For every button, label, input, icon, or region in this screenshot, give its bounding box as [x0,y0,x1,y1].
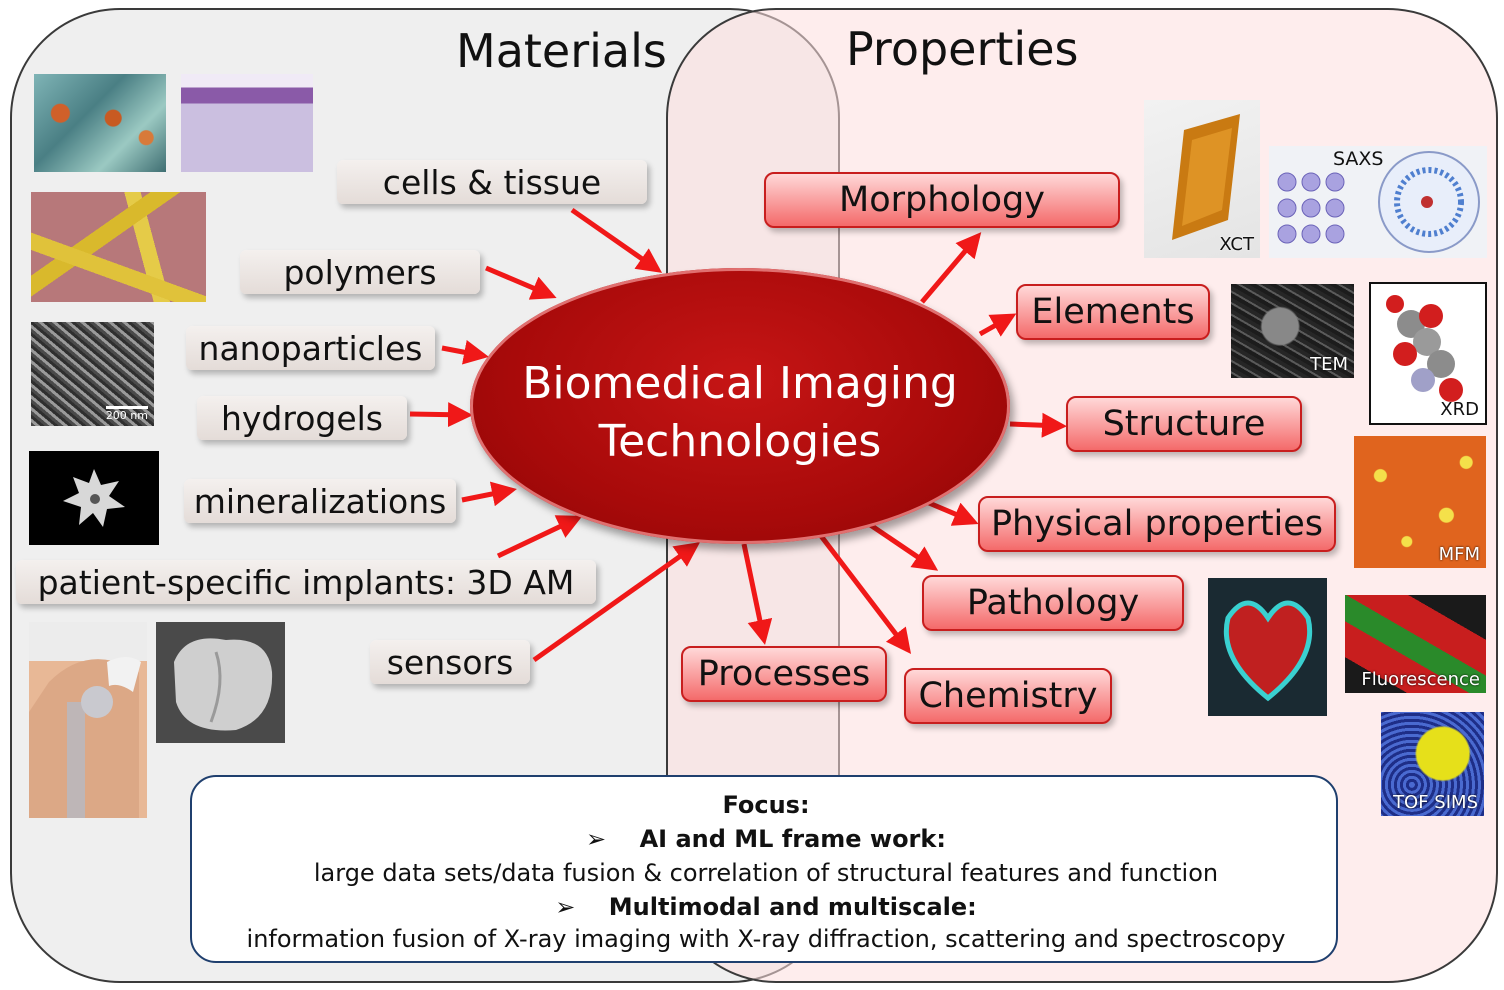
material-polymers: polymers [240,250,480,294]
arrow-center-to-chemistry [816,530,912,654]
focus-point1: ➢ AI and ML frame work: [192,825,1340,853]
materials-heading: Materials [456,24,667,78]
xct-image: XCT [1144,100,1260,258]
tem-image: TEM [1231,284,1354,378]
arrow-center-to-structure [1009,412,1067,438]
focus-point2-title: Multimodal and multiscale: [608,893,977,921]
arrow-center-to-morphology [920,232,982,304]
arrow-center-to-processes [741,543,773,645]
material-sensors: sensors [370,640,530,684]
center-title-line2: Technologies [598,416,882,467]
arrow-center-to-pathology [864,519,939,571]
scale-bar-label: 200 nm [105,406,148,422]
arrow-center-to-elements [978,313,1017,337]
xrd-label: XRD [1440,399,1479,420]
arrow-hydrogels-to-center [409,402,473,428]
focus-point1-text: large data sets/data fusion & correlatio… [313,859,1219,887]
center-ellipse: Biomedical Imaging Technologies [470,268,1010,544]
arrow-polymers-to-center [485,265,557,300]
property-processes: Processes [681,646,887,702]
bullet-arrow-icon: ➢ [586,825,607,853]
property-elements: Elements [1016,284,1210,340]
pathology-fluorescence-image [1208,578,1327,716]
center-title-line1: Biomedical Imaging [522,358,958,409]
property-physical-properties: Physical properties [978,496,1336,552]
properties-heading: Properties [846,22,1079,76]
xrd-image: XRD [1369,282,1487,425]
nanoparticles-sem-image: 200 nm [31,322,154,426]
tem-label: TEM [1310,354,1348,375]
implant-ct-section-image [156,622,285,743]
fluorescence-image: Fluorescence [1345,595,1486,693]
mineralization-particle-image [29,451,159,545]
material-patient-specific-implants: patient-specific implants: 3D AM [16,560,596,604]
bullet-arrow-icon: ➢ [555,893,576,921]
arrow-mineralizations-to-center [461,481,517,507]
tof-sims-image: TOF SIMS [1381,712,1484,816]
focus-point2: ➢ Multimodal and multiscale: [192,893,1340,921]
material-nanoparticles: nanoparticles [186,326,435,370]
arrow-nanoparticles-to-center [441,339,489,365]
mfm-label: MFM [1438,544,1480,565]
focus-point2-text: information fusion of X-ray imaging with… [246,925,1286,953]
focus-point1-title: AI and ML frame work: [639,825,946,853]
saxs-label: SAXS [1333,148,1384,170]
tof-sims-label: TOF SIMS [1393,792,1478,813]
material-mineralizations: mineralizations [184,479,456,523]
mfm-image: MFM [1354,436,1486,568]
property-structure: Structure [1066,396,1302,452]
arrow-implants-to-center [496,515,583,559]
shoulder-implant-image [29,622,147,818]
focus-box: Focus: ➢ AI and ML frame work: large dat… [190,775,1338,963]
property-chemistry: Chemistry [904,668,1112,724]
polymer-fibers-image [31,192,206,302]
saxs-image: SAXS [1269,146,1487,258]
fluorescence-label: Fluorescence [1361,669,1480,690]
cells-micrograph-image [34,74,166,172]
tissue-section-image [181,74,313,172]
xct-label: XCT [1219,234,1254,255]
property-pathology: Pathology [922,575,1184,631]
property-morphology: Morphology [764,172,1120,228]
arrow-sensors-to-center [532,542,701,663]
material-cells-tissue: cells & tissue [337,160,647,204]
focus-title: Focus: [722,791,810,819]
arrow-cells-to-center [570,207,663,273]
material-hydrogels: hydrogels [197,396,407,440]
